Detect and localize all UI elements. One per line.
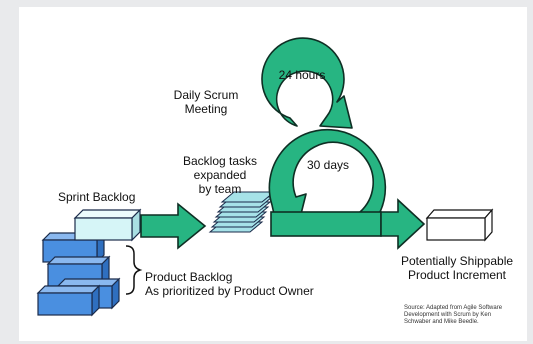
product-backlog-stack <box>36 231 121 317</box>
product-backlog-label: Product Backlog As prioritized by Produc… <box>145 270 314 298</box>
sprint-backlog-box <box>73 208 142 242</box>
sprint-backlog-label: Sprint Backlog <box>58 190 136 204</box>
sprint-base-bar <box>270 211 382 237</box>
source-note: Source: Adapted from Agile Software Deve… <box>404 305 503 326</box>
daily-cycle-arrow <box>261 37 353 129</box>
flow-arrow <box>380 198 426 250</box>
days-label: 30 days <box>306 158 350 172</box>
increment-box <box>425 208 494 242</box>
increment-label: Potentially Shippable Product Increment <box>400 254 514 282</box>
product-backlog-box <box>36 284 101 317</box>
backlog-tasks-label: Backlog tasks expanded by team <box>182 154 258 196</box>
daily-scrum-label: Daily Scrum Meeting <box>173 88 239 116</box>
hours-label: 24 hours <box>278 68 326 82</box>
flow-arrow <box>140 202 207 250</box>
product-backlog-brace <box>125 245 143 295</box>
backlog-tasks-stack <box>208 191 276 233</box>
